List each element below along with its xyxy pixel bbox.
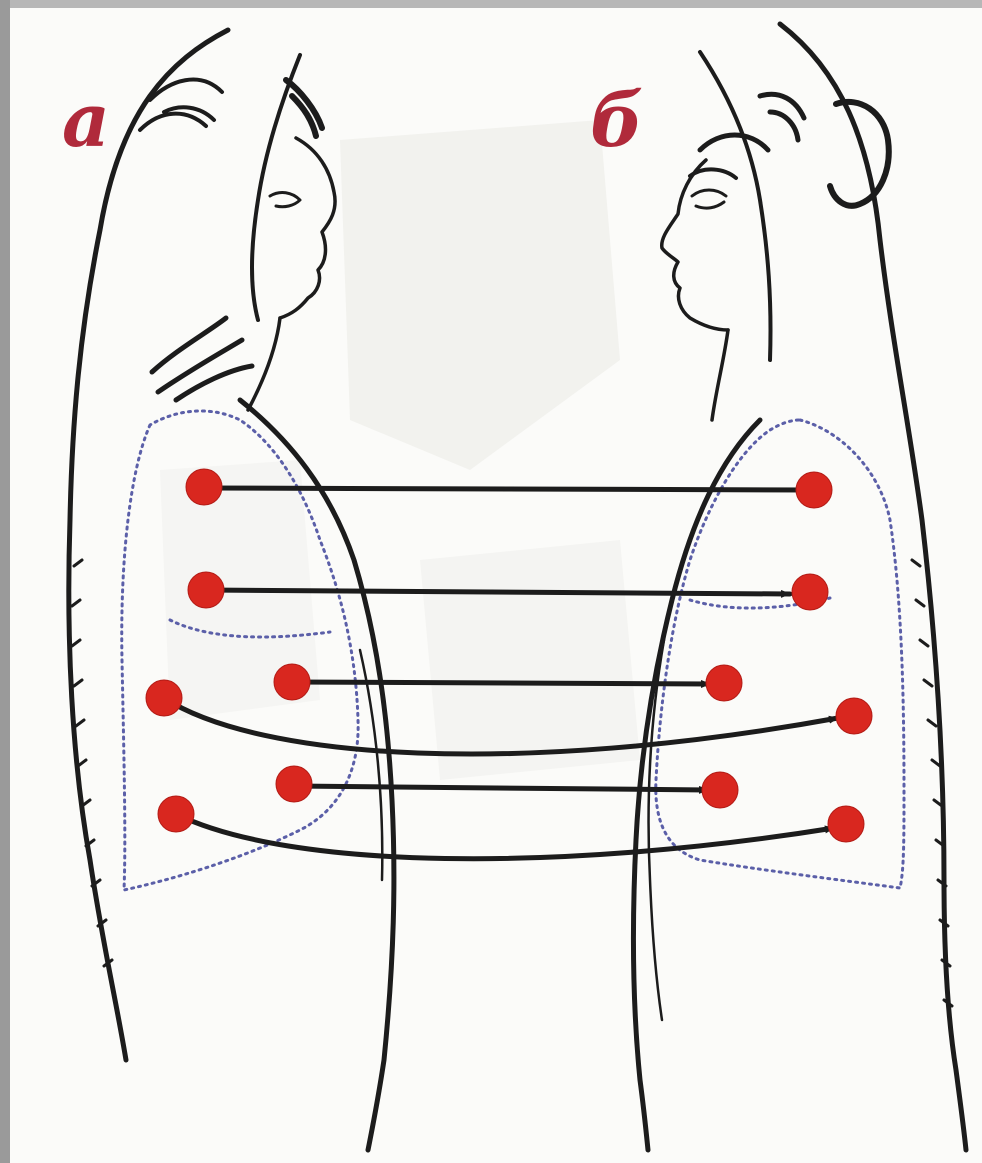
point-a-2 — [188, 572, 224, 608]
point-b-1 — [796, 472, 832, 508]
connection-line-5 — [294, 786, 708, 790]
figure-b-hair — [700, 94, 804, 150]
figure-b-face-profile — [662, 160, 728, 330]
figure-a-label: а — [62, 84, 110, 158]
connection-line-1 — [204, 488, 812, 490]
figure-a-eye — [270, 193, 300, 207]
figure-b-eye — [692, 190, 726, 208]
point-b-3 — [706, 665, 742, 701]
connection-line-6 — [176, 814, 834, 859]
figure-b-front-edge — [633, 420, 760, 1150]
point-a-4 — [146, 680, 182, 716]
figure-b-brow — [690, 169, 736, 178]
point-a-5 — [276, 766, 312, 802]
point-a-6 — [158, 796, 194, 832]
figure-b-neck — [712, 330, 728, 420]
figure-a-hair — [140, 80, 222, 130]
point-b-2 — [792, 574, 828, 610]
point-b-5 — [702, 772, 738, 808]
figure-a-hair-front — [286, 80, 322, 136]
figure-b-label: б — [590, 84, 643, 158]
points-figure-b — [702, 472, 872, 842]
connection-line-3 — [292, 682, 710, 684]
point-a-3 — [274, 664, 310, 700]
point-b-6 — [828, 806, 864, 842]
figure-a-collar — [152, 318, 252, 400]
figure-b-hair-bun — [830, 102, 889, 206]
point-a-1 — [186, 469, 222, 505]
point-b-4 — [836, 698, 872, 734]
figure-a-face-profile — [280, 138, 335, 318]
